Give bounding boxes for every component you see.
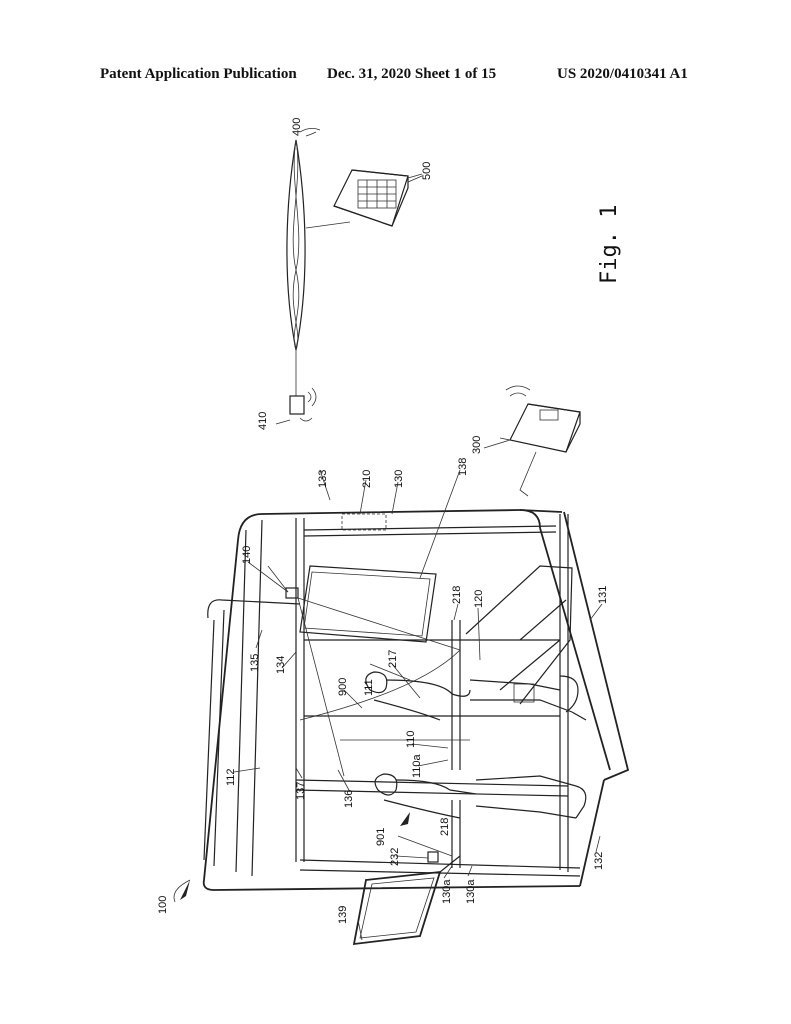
- wires: [298, 598, 470, 776]
- label-136: 136: [343, 790, 355, 808]
- label-134: 134: [275, 656, 287, 674]
- label-100: 100: [157, 896, 169, 914]
- label-139: 139: [337, 906, 349, 924]
- label-900: 900: [337, 678, 349, 696]
- label-110a: 110a: [411, 753, 423, 778]
- reference-numerals: 400 500 410 300 133 210 130 138 218 120 …: [157, 118, 609, 924]
- person-900: [366, 672, 586, 720]
- label-410: 410: [257, 412, 269, 430]
- label-112: 112: [225, 768, 237, 786]
- label-140: 140: [241, 546, 253, 564]
- label-218-top: 218: [451, 586, 463, 604]
- server-500: [334, 170, 422, 226]
- label-135: 135: [249, 654, 261, 672]
- computer-300: [500, 386, 580, 496]
- label-130a-2: 130a: [465, 879, 477, 904]
- network-400: [287, 128, 350, 396]
- label-111: 111: [363, 679, 375, 696]
- marker-210: [342, 514, 386, 530]
- label-132: 132: [593, 852, 605, 870]
- label-131: 131: [597, 586, 609, 604]
- label-218-bottom: 218: [439, 818, 451, 836]
- label-137: 137: [295, 782, 307, 800]
- label-138: 138: [457, 458, 469, 476]
- label-130: 130: [393, 470, 405, 488]
- label-110: 110: [405, 730, 417, 748]
- label-300: 300: [471, 436, 483, 454]
- camera-140: [268, 566, 298, 598]
- label-232: 232: [389, 848, 401, 866]
- label-217: 217: [387, 650, 399, 668]
- label-120: 120: [473, 590, 485, 608]
- label-500: 500: [421, 162, 433, 180]
- handrail-218: [452, 620, 460, 868]
- label-210: 210: [361, 470, 373, 488]
- label-901: 901: [375, 828, 387, 846]
- label-130a-1: 130a: [441, 879, 453, 904]
- figure-caption: Fig. 1: [597, 205, 622, 284]
- display-138: [300, 566, 436, 642]
- label-400: 400: [291, 118, 303, 136]
- label-133: 133: [317, 470, 329, 488]
